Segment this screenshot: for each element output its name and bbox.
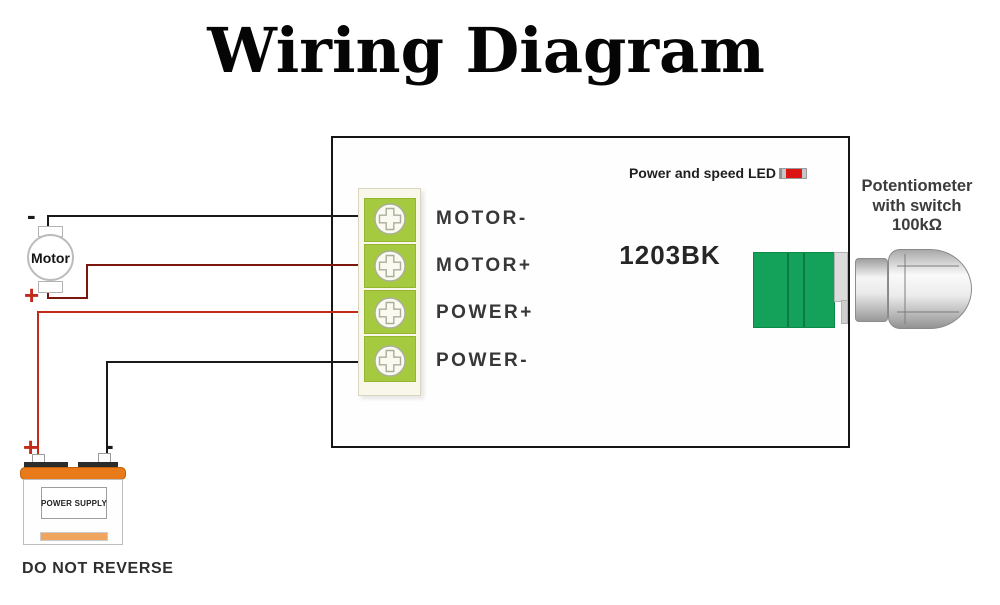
battery-clamp-bar-right xyxy=(78,462,118,468)
terminal-label-motor-plus: MOTOR+ xyxy=(436,255,533,276)
motor-positive-sign: + xyxy=(24,280,40,310)
do-not-reverse-warning: DO NOT REVERSE xyxy=(22,560,174,577)
potentiometer-bushing xyxy=(855,258,888,322)
terminal-label-power-plus: POWER+ xyxy=(436,302,534,323)
potentiometer-label: Potentiometer with switch 100kΩ xyxy=(850,177,984,236)
wire-motor-plus-bottom xyxy=(47,297,88,299)
potentiometer-label-line2: with switch xyxy=(872,196,962,215)
knob-ridge-line xyxy=(897,265,959,267)
potentiometer-mount-plate-step xyxy=(841,300,848,324)
screw-terminal-icon xyxy=(374,297,406,329)
knob-rim-line xyxy=(904,254,906,324)
battery-bottom-stripe xyxy=(40,532,108,541)
wire-motor-plus-riser xyxy=(47,291,49,299)
motor-body: Motor xyxy=(27,234,74,281)
led-icon xyxy=(779,168,807,179)
potentiometer-body xyxy=(753,252,835,328)
power-supply-label: POWER SUPPLY xyxy=(40,498,108,508)
battery-positive-sign: + xyxy=(23,432,39,462)
screw-terminal-icon xyxy=(374,203,406,235)
wire-power-plus xyxy=(37,311,363,313)
battery-clamp-bar-left xyxy=(24,462,68,468)
terminal-label-power-minus: POWER- xyxy=(436,350,530,371)
led-label: Power and speed LED xyxy=(628,165,776,181)
screw-terminal-icon xyxy=(374,345,406,377)
knob-ridge-line xyxy=(897,311,959,313)
screw-terminal-icon xyxy=(374,250,406,282)
potentiometer-label-line1: Potentiometer xyxy=(861,177,973,195)
wire-motor-plus-vertical xyxy=(86,264,88,299)
wire-power-plus-vertical xyxy=(37,311,39,458)
wire-motor-minus-riser xyxy=(47,216,49,228)
power-supply-label-box: POWER SUPPLY xyxy=(41,487,107,519)
potentiometer-segment-line xyxy=(787,253,789,327)
battery-negative-sign: - xyxy=(105,430,114,460)
wire-power-minus xyxy=(106,361,363,363)
potentiometer-label-line3: 100kΩ xyxy=(892,216,942,234)
wire-motor-plus xyxy=(86,264,363,266)
wire-motor-minus xyxy=(47,215,363,217)
terminal-label-motor-minus: MOTOR- xyxy=(436,208,528,229)
motor-label: Motor xyxy=(31,249,70,266)
potentiometer-knob xyxy=(888,249,972,329)
wire-power-minus-vertical xyxy=(106,361,108,457)
potentiometer-mount-plate xyxy=(834,252,848,302)
potentiometer-segment-line xyxy=(803,253,805,327)
page-title: Wiring Diagram xyxy=(207,14,765,87)
motor-terminal-tab-bottom xyxy=(38,281,63,293)
motor-negative-sign: - xyxy=(27,200,36,230)
model-label: 1203BK xyxy=(619,240,721,270)
